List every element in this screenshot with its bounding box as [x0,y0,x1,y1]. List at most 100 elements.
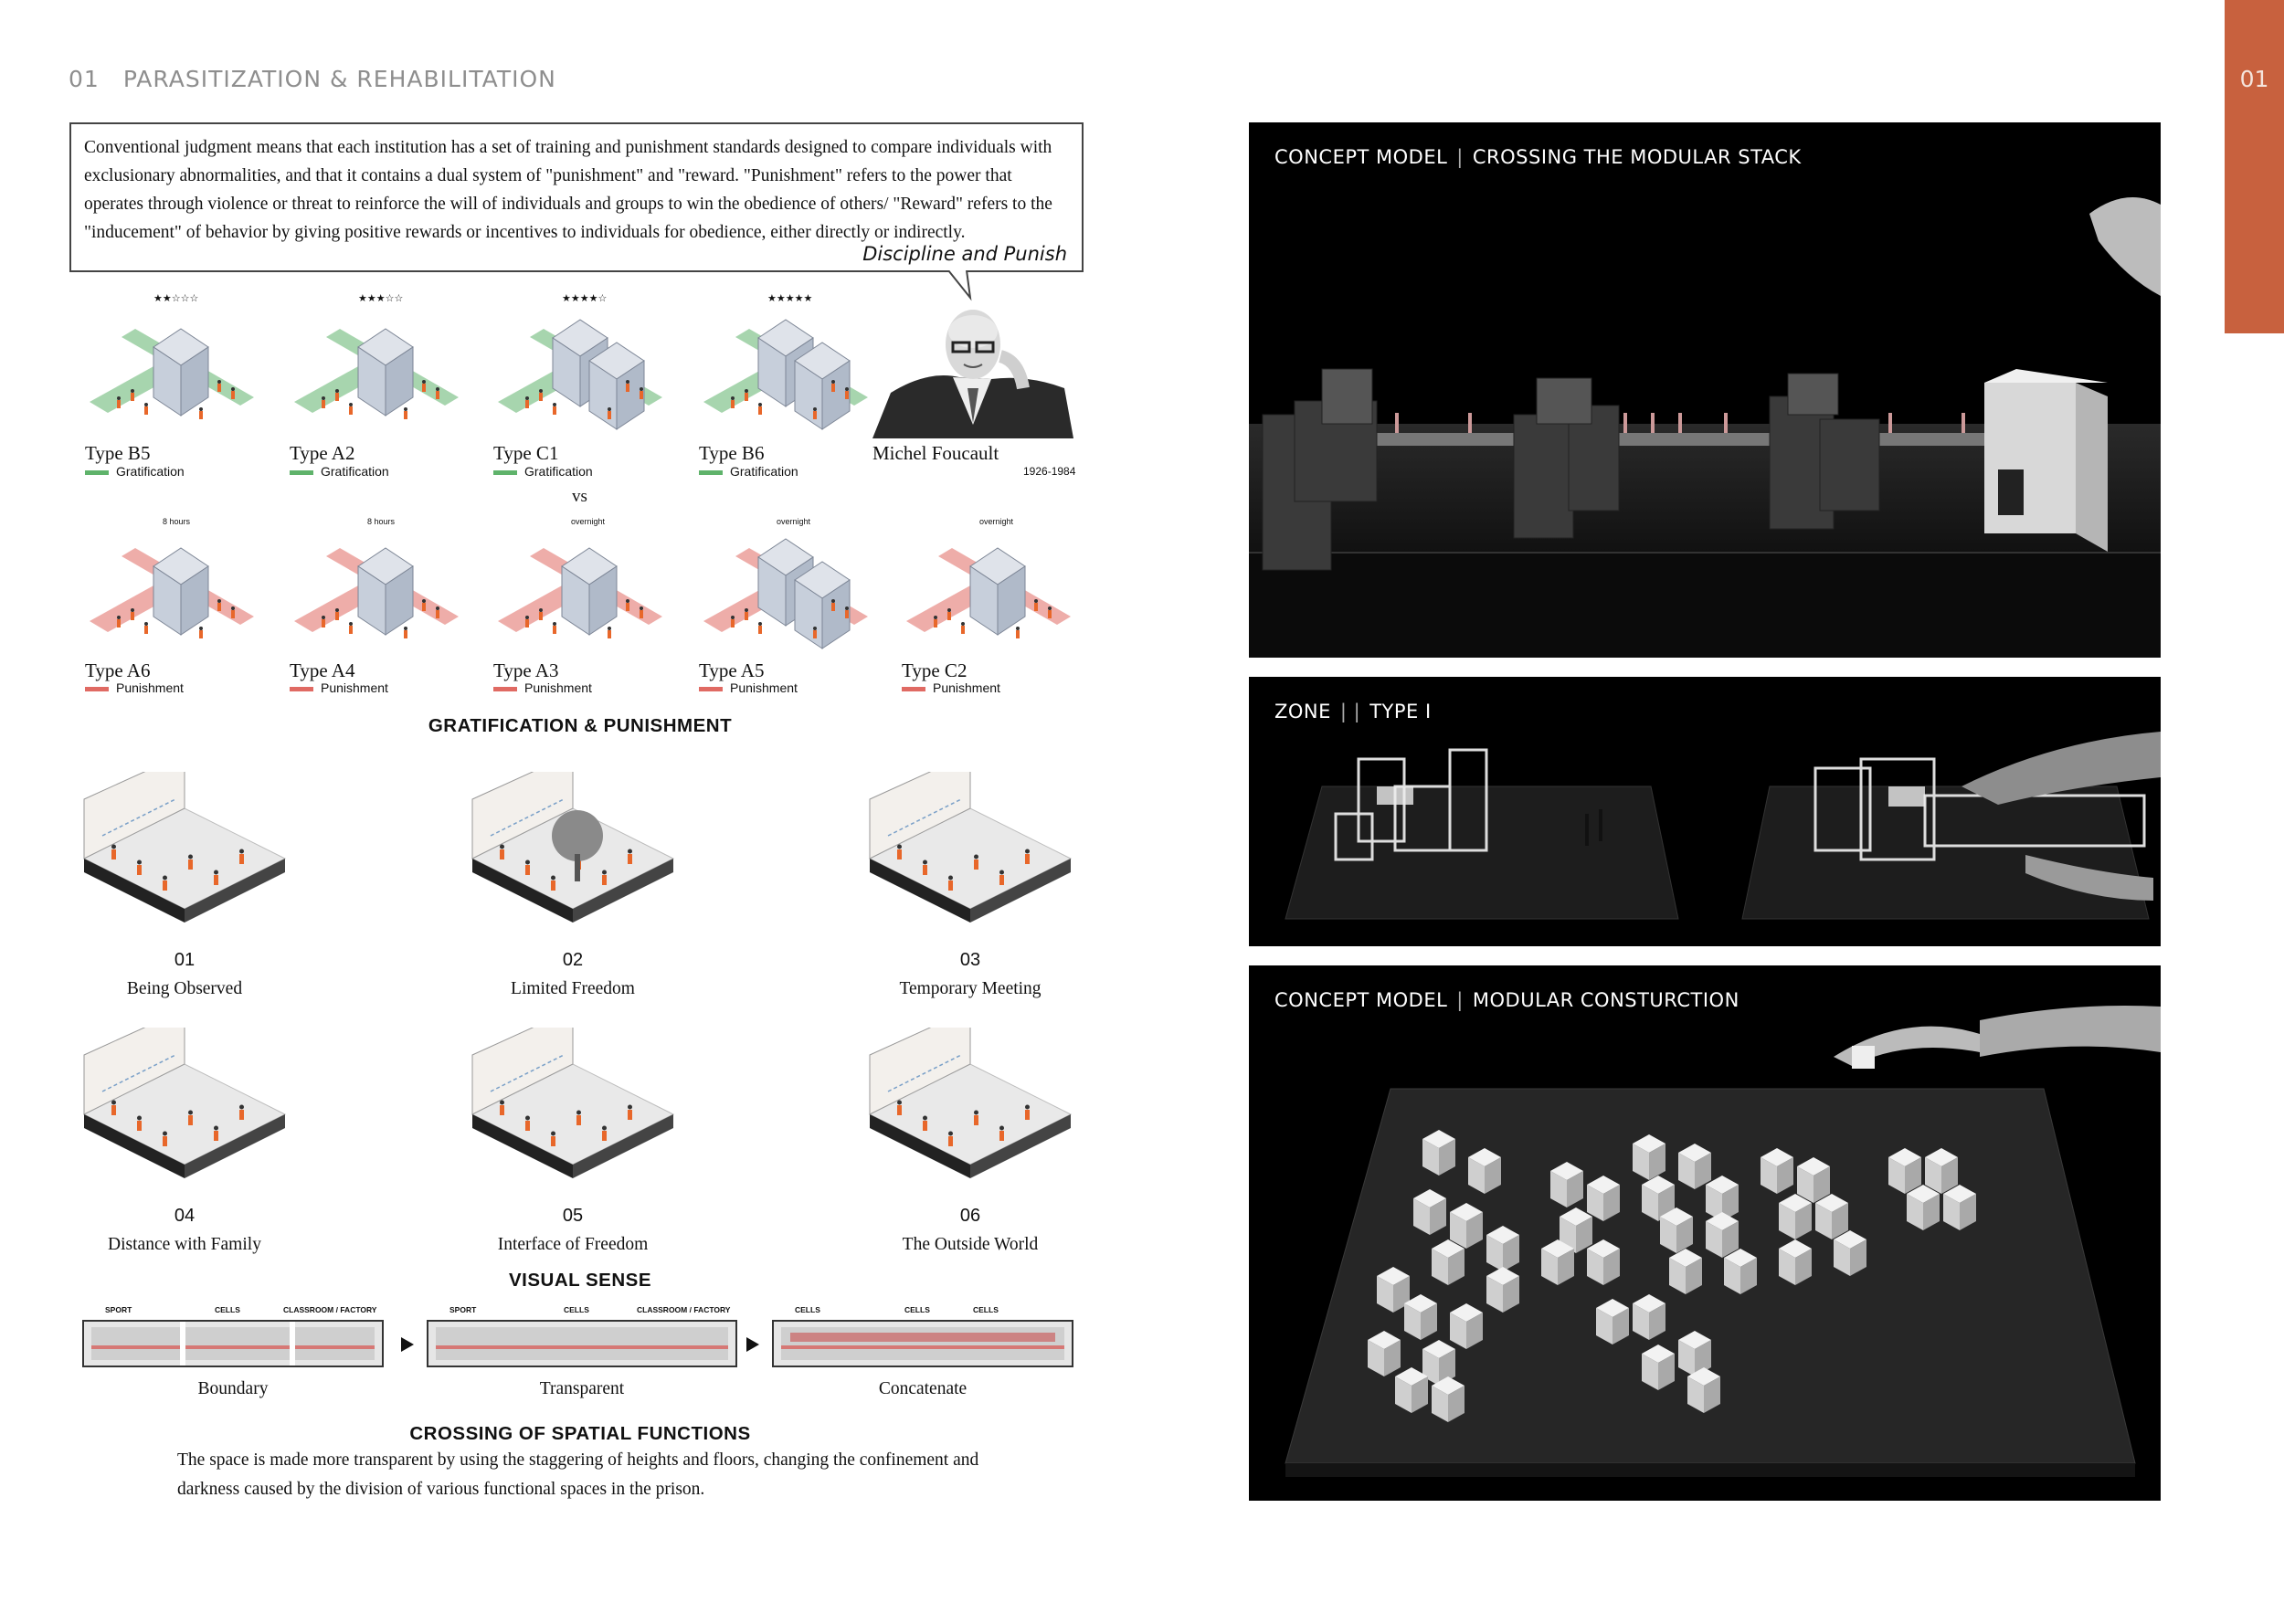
portrait-years: 1926-1984 [1023,465,1076,478]
type-diagram [285,292,468,448]
iso-diagram-icon [498,319,662,430]
duration-label: 8 hours [163,517,191,526]
punishment-bar-icon [493,686,517,691]
model-block [1450,1303,1483,1349]
strip-caption: Transparent [539,1379,625,1398]
strip-label: CLASSROOM / FACTORY [637,1305,731,1314]
caption-separator: | [1456,989,1464,1011]
arrow-right-icon [401,1337,414,1352]
caption-b: CROSSING THE MODULAR STACK [1472,146,1802,168]
model-block [1642,1345,1675,1390]
section-strip [427,1320,737,1367]
model-block [1660,1207,1693,1253]
iso-diagram-icon [498,547,662,638]
visual-caption: Interface of Freedom [497,1235,649,1254]
strip-label: CELLS [904,1305,930,1314]
model-block [1633,1294,1665,1340]
visual-caption: Being Observed [126,979,243,998]
caption-separator: | [1456,146,1464,168]
type-diagram [80,511,263,667]
side-tab: 01 [2225,0,2284,333]
type-sublabel: Gratification [699,464,798,479]
section-visual-sense: VISUAL SENSE [509,1270,651,1291]
visual-sense-diagram [851,753,1089,936]
visual-sense-diagram [454,1008,692,1192]
visual-sense-diagram [851,1008,1089,1192]
visual-number: 04 [174,1206,196,1226]
photo-concept-model-construction: CONCEPT MODEL|MODULAR CONSTURCTION [1249,965,2161,1501]
caption-a: CONCEPT MODEL [1274,146,1448,168]
model-block [1779,1239,1812,1285]
model-block [1450,1203,1483,1249]
model-block [1907,1185,1940,1230]
iso-room-icon [471,753,675,923]
type-sublabel: Gratification [290,464,389,479]
strip-label: SPORT [449,1305,477,1314]
type-label: Type A3 [493,659,559,681]
visual-number: 05 [562,1206,584,1226]
rating-stars: ★★★★☆ [562,293,608,304]
section-crossing-spatial: CROSSING OF SPATIAL FUNCTIONS [409,1423,751,1444]
visual-number: 02 [562,950,584,970]
rating-stars: ★★★★★ [767,293,813,304]
quote-text: Conventional judgment means that each in… [84,138,1052,242]
section-strip-icon [82,1320,384,1367]
type-sublabel: Punishment [699,680,798,695]
model-block [1797,1157,1830,1203]
strip-label: CELLS [564,1305,589,1314]
model-block [1587,1239,1620,1285]
quote-box: Conventional judgment means that each in… [69,122,1084,272]
type-diagram [694,511,877,667]
model-block [1678,1144,1711,1189]
iso-room-icon [471,1008,675,1178]
visual-caption: Limited Freedom [511,979,635,998]
model-block [1368,1331,1401,1376]
iso-diagram-icon [703,319,868,430]
model-stack-image [1249,197,2161,658]
photo-zone-type: ZONE| |TYPE I [1249,677,2161,946]
strip-label: CELLS [795,1305,820,1314]
type-label: Type A5 [699,659,765,681]
iso-room-icon [868,753,1073,923]
visual-sense-diagram [454,753,692,936]
model-block [1834,1230,1866,1276]
gratification-bar-icon [85,469,109,475]
strip-label: CELLS [973,1305,999,1314]
iso-diagram-icon [294,328,459,419]
model-block [1587,1176,1620,1221]
model-block [1687,1367,1720,1413]
model-block [1395,1367,1428,1413]
model-block [1468,1148,1501,1194]
type-sublabel: Punishment [902,680,1000,695]
photo-caption-1: CONCEPT MODEL | CROSSING THE MODULAR STACK [1274,146,1802,168]
photo-caption-2: ZONE| |TYPE I [1274,701,1432,722]
type-sublabel: Gratification [85,464,185,479]
photo-concept-model-stack: CONCEPT MODEL | CROSSING THE MODULAR STACK [1249,122,2161,658]
type-label: Type A4 [290,659,355,681]
model-block [1724,1249,1757,1294]
visual-number: 06 [959,1206,981,1226]
portrait-name: Michel Foucault [872,442,999,464]
visual-caption: Distance with Family [108,1235,261,1254]
model-block [1404,1294,1437,1340]
model-block [1550,1162,1583,1207]
model-block [1943,1185,1976,1230]
type-label: Type C1 [493,442,559,464]
strip-caption: Concatenate [878,1379,968,1398]
type-sublabel: Gratification [493,464,593,479]
construction-model-image [1285,1006,2161,1477]
rating-stars: ★★☆☆☆ [153,293,199,304]
punishment-bar-icon [902,686,925,691]
type-label: Type B5 [85,442,151,464]
type-diagram [489,511,671,667]
punishment-bar-icon [290,686,313,691]
model-block [1541,1239,1574,1285]
type-diagram [285,511,468,667]
caption-separator: | | [1339,701,1361,722]
foucault-portrait [872,310,1073,438]
model-block [1678,1331,1711,1376]
duration-label: overnight [777,517,811,526]
zone-model-image [1285,732,2161,920]
visual-sense-diagram [66,1008,303,1192]
